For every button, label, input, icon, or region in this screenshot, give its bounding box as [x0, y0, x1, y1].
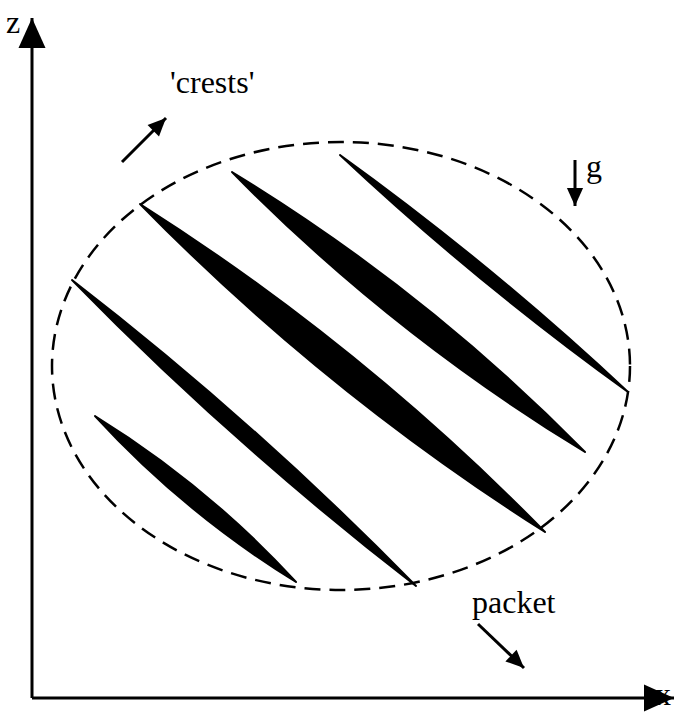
z-axis: [31, 18, 34, 698]
packet-envelope: [52, 142, 630, 590]
packet-direction-arrow: [478, 624, 524, 668]
packet-direction-arrow-head: [505, 650, 524, 668]
wave-crest: [340, 155, 628, 392]
label: x: [655, 678, 671, 710]
label: 'crests': [170, 66, 254, 98]
label: g: [586, 150, 602, 182]
wave-crest: [72, 280, 416, 586]
label: z: [6, 6, 20, 38]
x-axis: [32, 697, 674, 700]
label: packet: [472, 586, 556, 618]
crest-direction-arrow: [122, 118, 166, 162]
crest-direction-arrow-head: [148, 118, 166, 136]
z-axis-head: [19, 18, 46, 48]
gravity-arrow-head: [567, 188, 583, 206]
